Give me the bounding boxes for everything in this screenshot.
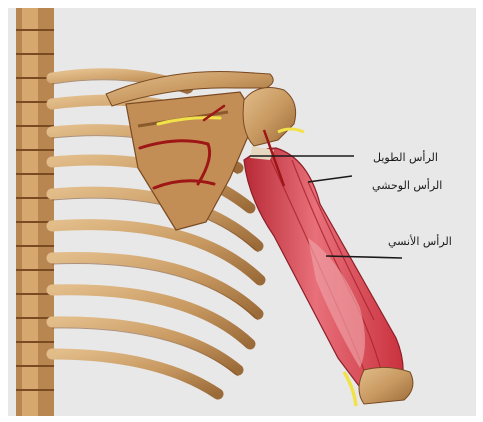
shoulder-arm-illustration <box>8 8 476 416</box>
label-lateral-head: الرأس الوحشي <box>372 180 442 191</box>
label-long-head: الرأس الطويل <box>373 152 438 163</box>
elbow <box>359 367 413 404</box>
label-medial-head: الرأس الأنسي <box>388 236 452 247</box>
